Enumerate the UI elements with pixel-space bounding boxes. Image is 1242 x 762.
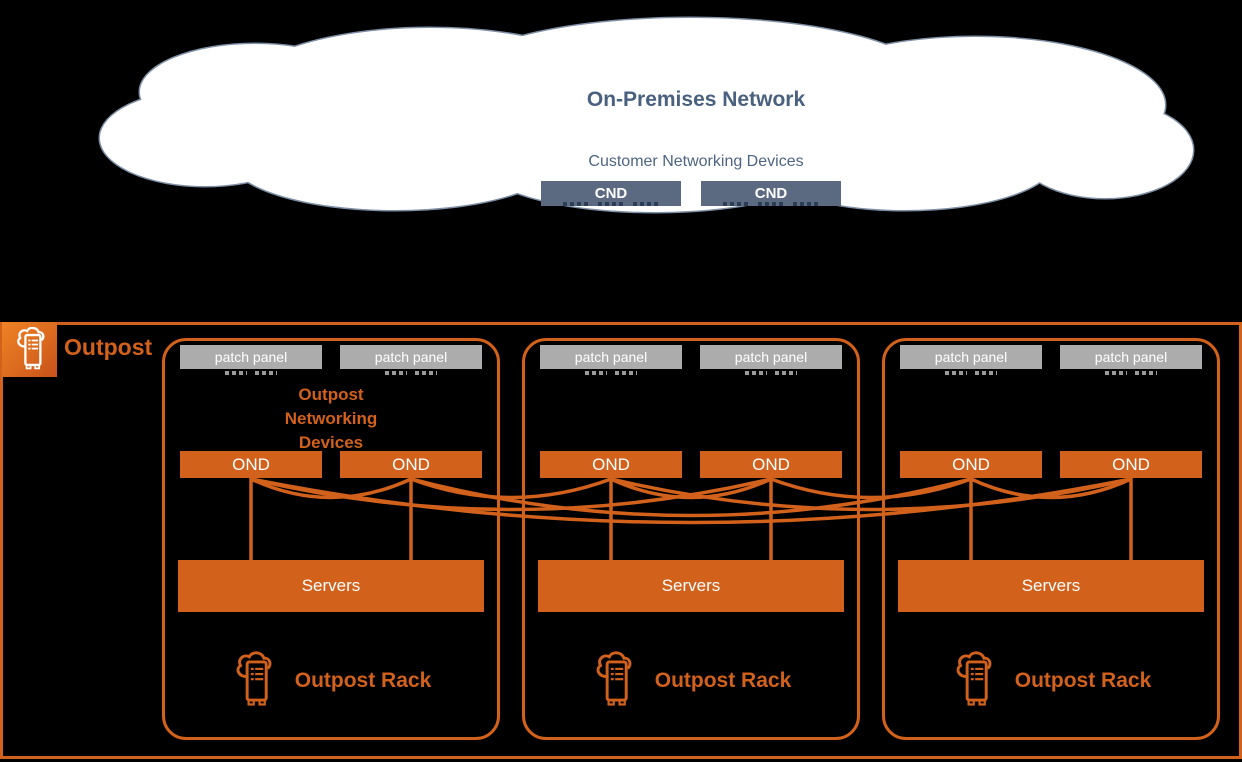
on-premises-network-title: On-Premises Network — [586, 88, 806, 111]
cnd-box-2: CND — [701, 181, 841, 206]
patch-panel: patch panel — [900, 345, 1042, 369]
rack-footer: Outpost Rack — [885, 641, 1217, 721]
ond-box: OND — [180, 451, 322, 478]
patch-panel-ports — [540, 371, 682, 375]
patch-panel-ports — [700, 371, 842, 375]
patch-panel: patch panel — [700, 345, 842, 369]
outpost-networking-devices-caption: Outpost Networking Devices — [284, 385, 378, 452]
rack-footer: Outpost Rack — [525, 641, 857, 721]
servers-box: Servers — [538, 560, 844, 612]
outpost-rack-label: Outpost Rack — [294, 669, 432, 692]
patch-panel-ports — [180, 371, 322, 375]
outpost-rack-icon — [956, 651, 992, 706]
ond-box: OND — [540, 451, 682, 478]
ond-box: OND — [1060, 451, 1202, 478]
outpost-rack-label: Outpost Rack — [654, 669, 792, 692]
patch-panel: patch panel — [540, 345, 682, 369]
outpost-icon — [2, 322, 57, 377]
outpost-container — [0, 322, 1242, 759]
servers-box: Servers — [178, 560, 484, 612]
patch-panel: patch panel — [1060, 345, 1202, 369]
outpost-label: Outpost — [64, 334, 153, 360]
ond-box: OND — [700, 451, 842, 478]
outpost-rack-label: Outpost Rack — [1014, 669, 1152, 692]
outpost-rack-3: patch panel patch panel OND OND Servers … — [882, 338, 1220, 740]
rack-footer: Outpost Rack — [165, 641, 497, 721]
ond-box: OND — [340, 451, 482, 478]
patch-panel-ports — [1060, 371, 1202, 375]
ond-box: OND — [900, 451, 1042, 478]
outpost-rack-2: patch panel patch panel OND OND Servers … — [522, 338, 860, 740]
outpost-rack-icon — [236, 651, 272, 706]
patch-panel: patch panel — [180, 345, 322, 369]
patch-panel: patch panel — [340, 345, 482, 369]
cnd-1-ports — [541, 202, 681, 206]
cnd-box-1: CND — [541, 181, 681, 206]
on-premises-cloud-shape — [98, 16, 1195, 214]
outpost-rack-1: patch panel patch panel Outpost Networki… — [162, 338, 500, 740]
servers-box: Servers — [898, 560, 1204, 612]
patch-panel-ports — [900, 371, 1042, 375]
customer-networking-devices-label: Customer Networking Devices — [588, 153, 804, 170]
cnd-2-ports — [701, 202, 841, 206]
patch-panel-ports — [340, 371, 482, 375]
outpost-rack-icon — [596, 651, 632, 706]
